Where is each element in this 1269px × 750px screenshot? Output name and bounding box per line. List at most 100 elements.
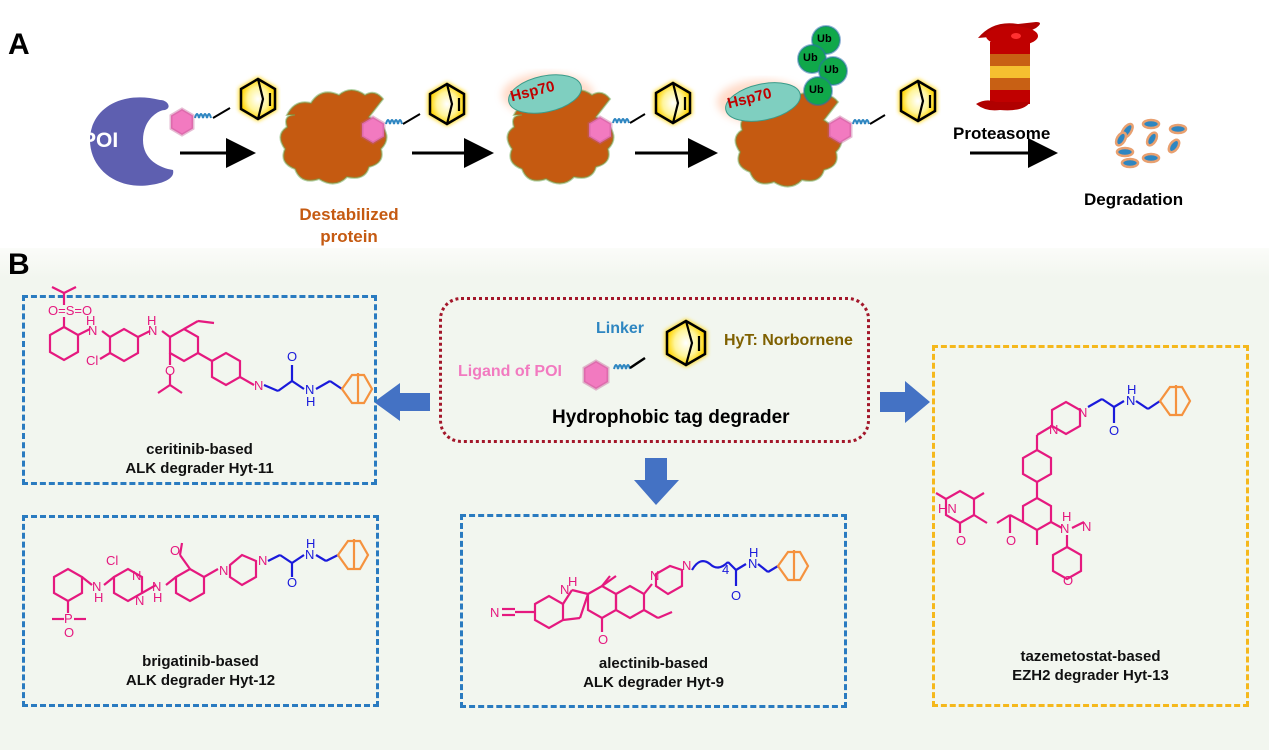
caption-line2: EZH2 degrader Hyt-13 — [1012, 667, 1169, 684]
svg-text:H: H — [306, 536, 315, 551]
panel-b-background — [0, 248, 1269, 750]
compound-box-hyt12 — [22, 515, 379, 707]
svg-text:O: O — [1063, 573, 1073, 588]
degraded-fragments-icon — [1114, 118, 1188, 169]
caption-line1: tazemetostat-based — [1020, 648, 1161, 665]
svg-text:N: N — [305, 547, 314, 562]
proteasome-label: Proteasome — [953, 124, 1051, 143]
compound-caption-hyt9: alectinib-based ALK degrader Hyt-9 — [460, 654, 847, 692]
hyt-label: HyT: Norbornene — [724, 332, 853, 349]
hsp70-shape — [508, 74, 582, 114]
svg-text:N: N — [254, 378, 263, 393]
svg-text:N: N — [650, 568, 659, 583]
svg-text:H: H — [568, 574, 577, 589]
caption-line1: alectinib-based — [598, 655, 709, 672]
svg-text:H: H — [749, 545, 758, 560]
svg-text:O: O — [1006, 533, 1016, 548]
hydrophobic-tag-degrader-title: Hydrophobic tag degrader — [552, 407, 790, 428]
panel-a-label: A — [8, 28, 30, 61]
svg-text:N: N — [92, 579, 101, 594]
svg-text:H: H — [1062, 509, 1071, 524]
destabilized-label-line1: Destabilized — [299, 205, 399, 224]
hydrophobic-tag-degrader-box — [439, 297, 870, 443]
ub-label: Ub — [817, 33, 832, 45]
svg-text:HN: HN — [938, 501, 957, 516]
svg-text:H: H — [86, 313, 95, 328]
poi-shape — [90, 97, 174, 186]
svg-text:H: H — [153, 590, 162, 605]
svg-text:N: N — [132, 568, 141, 583]
svg-text:N: N — [148, 323, 157, 338]
compound-box-hyt11 — [22, 295, 377, 485]
arrow-down-icon — [634, 458, 679, 505]
destabilized-protein-label: Destabilized protein — [284, 204, 414, 248]
svg-text:N: N — [88, 323, 97, 338]
svg-text:O: O — [170, 543, 180, 558]
svg-text:N: N — [1126, 393, 1135, 408]
svg-text:O: O — [287, 349, 297, 364]
caption-line2: ALK degrader Hyt-9 — [583, 674, 724, 691]
compound-caption-hyt13: tazemetostat-based EZH2 degrader Hyt-13 — [932, 647, 1249, 685]
svg-text:H: H — [94, 590, 103, 605]
svg-text:P: P — [64, 611, 73, 626]
arrow-right-icon — [880, 381, 930, 423]
svg-text:Cl: Cl — [86, 353, 98, 368]
svg-text:H: H — [306, 394, 315, 409]
linker-label: Linker — [596, 320, 645, 337]
svg-text:O: O — [1109, 423, 1119, 438]
ligand-hex-icon — [582, 359, 610, 391]
svg-text:Cl: Cl — [106, 553, 118, 568]
panel-a-scheme — [90, 22, 1188, 188]
ub-label: Ub — [824, 64, 839, 76]
caption-line1: ceritinib-based — [146, 441, 253, 458]
svg-text:N: N — [219, 563, 228, 578]
svg-text:N: N — [1049, 422, 1058, 437]
svg-text:N: N — [305, 382, 314, 397]
poi-label: POI — [82, 129, 119, 152]
svg-text:N: N — [1060, 521, 1069, 536]
compound-box-hyt13 — [932, 345, 1249, 707]
arrow-left-icon — [374, 383, 430, 421]
svg-text:N: N — [748, 556, 757, 571]
hsp70-shape — [725, 82, 801, 122]
ubiquitin-chain — [797, 25, 848, 106]
svg-text:N: N — [135, 593, 144, 608]
linker-coil-icon — [613, 364, 631, 370]
svg-text:N: N — [1078, 405, 1087, 420]
ub-label: Ub — [803, 52, 818, 64]
norbornene-icon — [665, 319, 707, 367]
svg-text:O: O — [956, 533, 966, 548]
svg-text:N: N — [490, 605, 499, 620]
svg-text:H: H — [1127, 382, 1136, 397]
svg-text:N: N — [682, 558, 691, 573]
compound-box-hyt9 — [460, 514, 847, 708]
caption-line1: brigatinib-based — [142, 653, 259, 670]
ligand-label: Ligand of POI — [458, 363, 562, 380]
compound-caption-hyt12: brigatinib-based ALK degrader Hyt-12 — [22, 652, 379, 690]
svg-text:O: O — [598, 632, 608, 647]
degradation-label: Degradation — [1084, 190, 1184, 209]
svg-text:H: H — [147, 313, 156, 328]
svg-text:O: O — [287, 575, 297, 590]
svg-text:N: N — [560, 582, 569, 597]
compound-caption-hyt11: ceritinib-based ALK degrader Hyt-11 — [22, 440, 377, 478]
svg-text:N: N — [1082, 519, 1091, 534]
caption-line2: ALK degrader Hyt-12 — [125, 672, 276, 689]
svg-text:O: O — [165, 363, 175, 378]
panel-b-label: B — [8, 248, 30, 281]
ub-label: Ub — [809, 84, 824, 96]
caption-line2: ALK degrader Hyt-11 — [125, 460, 274, 477]
svg-text:N: N — [152, 579, 161, 594]
svg-text:O: O — [731, 588, 741, 603]
svg-text:N: N — [258, 553, 267, 568]
destabilized-label-line2: protein — [320, 227, 378, 246]
svg-text:O: O — [64, 625, 74, 640]
svg-text:O=S=O: O=S=O — [48, 303, 92, 318]
proteasome-icon — [976, 22, 1040, 111]
svg-text:4: 4 — [722, 562, 729, 577]
